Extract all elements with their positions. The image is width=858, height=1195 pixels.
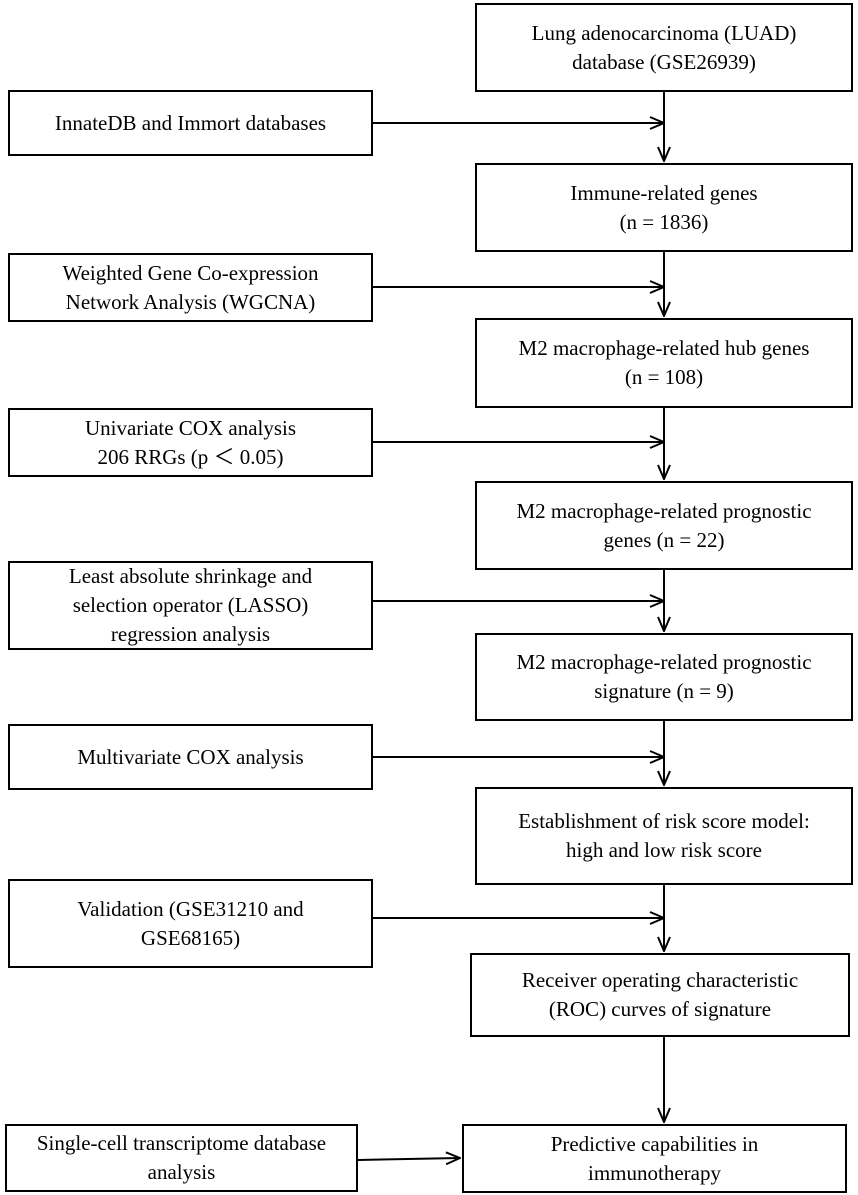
hub-genes-label: M2 macrophage-related hub genes (n = 108… bbox=[518, 336, 810, 389]
immunotherapy-prediction-label: Predictive capabilities in immunotherapy bbox=[550, 1131, 759, 1185]
prognostic-genes-box: M2 macrophage-related prognostic genes (… bbox=[475, 481, 853, 570]
arrow-single-cell bbox=[357, 1158, 460, 1160]
risk-score-model-label: Establishment of risk score model: high … bbox=[518, 809, 810, 862]
prognostic-genes-label: M2 macrophage-related prognostic genes (… bbox=[516, 498, 812, 552]
univariate-cox-box: Univariate COX analysis 206 RRGs (p ＜ 0.… bbox=[8, 408, 373, 477]
immune-genes-label: Immune-related genes (n = 1836) bbox=[570, 180, 758, 234]
innatedb-immport-box: InnateDB and Immort databases bbox=[8, 90, 373, 156]
lasso-label: Least absolute shrinkage and selection o… bbox=[68, 564, 313, 646]
innatedb-immport-label: InnateDB and Immort databases bbox=[54, 110, 327, 135]
multivariate-cox-box: Multivariate COX analysis bbox=[8, 724, 373, 790]
roc-curves-label: Receiver operating characteristic (ROC) … bbox=[521, 968, 799, 1021]
single-cell-label: Single-cell transcriptome database analy… bbox=[36, 1131, 327, 1184]
multivariate-cox-label: Multivariate COX analysis bbox=[77, 744, 304, 769]
immunotherapy-prediction-box: Predictive capabilities in immunotherapy bbox=[462, 1124, 847, 1193]
single-cell-box: Single-cell transcriptome database analy… bbox=[5, 1124, 358, 1192]
wgcna-box: Weighted Gene Co-expression Network Anal… bbox=[8, 253, 373, 322]
immune-genes-box: Immune-related genes (n = 1836) bbox=[475, 163, 853, 252]
luad-database-label: Lung adenocarcinoma (LUAD) database (GSE… bbox=[531, 20, 797, 74]
wgcna-label: Weighted Gene Co-expression Network Anal… bbox=[62, 260, 319, 314]
validation-label: Validation (GSE31210 and GSE68165) bbox=[77, 896, 304, 950]
luad-database-box: Lung adenocarcinoma (LUAD) database (GSE… bbox=[475, 3, 853, 92]
lasso-box: Least absolute shrinkage and selection o… bbox=[8, 561, 373, 650]
univariate-cox-label: Univariate COX analysis 206 RRGs (p ＜ 0.… bbox=[84, 415, 297, 469]
prognostic-signature-box: M2 macrophage-related prognostic signatu… bbox=[475, 633, 853, 721]
hub-genes-box: M2 macrophage-related hub genes (n = 108… bbox=[475, 318, 853, 408]
prognostic-signature-label: M2 macrophage-related prognostic signatu… bbox=[516, 650, 812, 703]
validation-box: Validation (GSE31210 and GSE68165) bbox=[8, 879, 373, 968]
risk-score-model-box: Establishment of risk score model: high … bbox=[475, 787, 853, 885]
roc-curves-box: Receiver operating characteristic (ROC) … bbox=[470, 953, 850, 1037]
